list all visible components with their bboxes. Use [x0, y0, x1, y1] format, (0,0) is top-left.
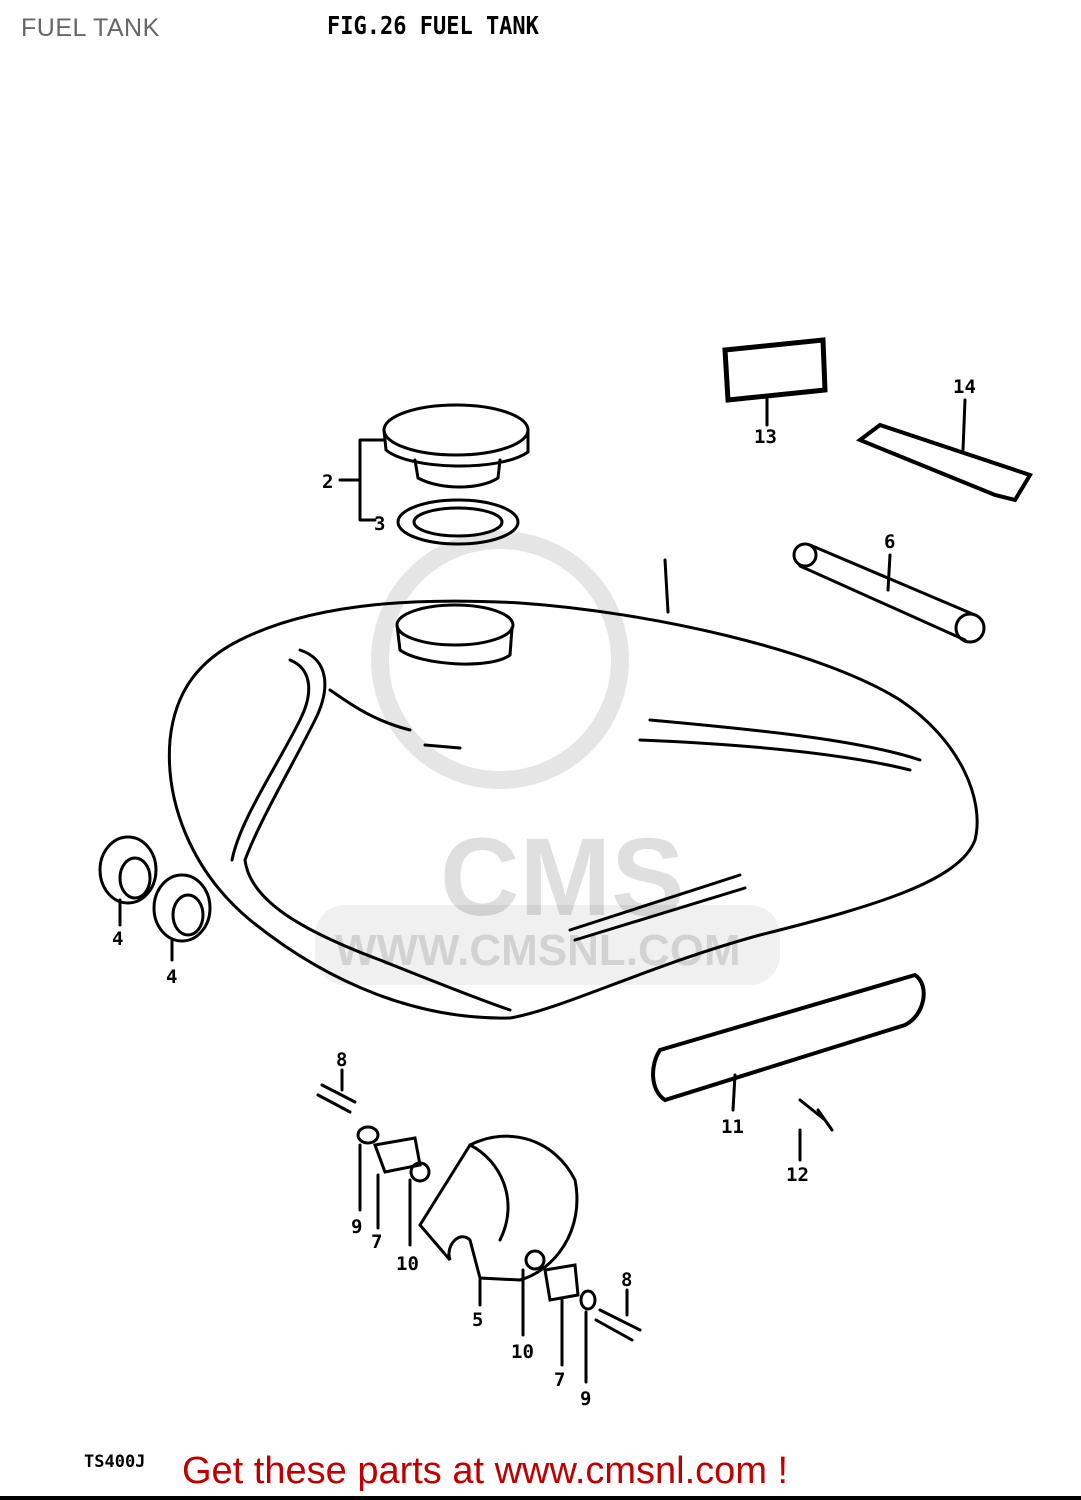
- part-label: 4: [166, 966, 177, 988]
- model-code: TS400J: [84, 1452, 146, 1472]
- part-label: 8: [336, 1049, 347, 1071]
- part-label: 9: [580, 1388, 591, 1410]
- part-label: 13: [754, 426, 777, 448]
- watermark: CMS WWW.CMSNL.COM: [315, 531, 780, 985]
- part-label: 14: [953, 376, 976, 398]
- part-label: 9: [351, 1216, 362, 1238]
- fuel-tank[interactable]: [167, 558, 979, 1020]
- cap-gasket[interactable]: [396, 498, 520, 546]
- watermark-url: WWW.CMSNL.COM: [335, 926, 741, 975]
- tank-cushions[interactable]: [98, 835, 212, 962]
- part-label: 7: [371, 1231, 382, 1253]
- tank-emblem[interactable]: [651, 972, 926, 1162]
- part-label: 10: [396, 1253, 419, 1275]
- bottom-border: [0, 1496, 1081, 1500]
- tank-mount-bracket[interactable]: [316, 1068, 642, 1384]
- promo-link[interactable]: Get these parts at www.cmsnl.com !: [182, 1450, 789, 1492]
- label-plate[interactable]: [722, 337, 828, 427]
- part-labels: 2 3 4 4 5 6 7 7 8 8 9 9 10 10 11 12 13 1…: [112, 376, 976, 1410]
- part-label: 4: [112, 928, 123, 950]
- part-label: 12: [786, 1164, 809, 1186]
- part-label: 7: [554, 1369, 565, 1391]
- part-label: 5: [472, 1309, 483, 1331]
- part-label: 11: [721, 1116, 744, 1138]
- page-title: FUEL TANK: [21, 14, 160, 42]
- fuel-cap[interactable]: [338, 403, 530, 522]
- tank-stay[interactable]: [792, 542, 986, 644]
- part-label: 10: [511, 1341, 534, 1363]
- figure-title: FIG.26 FUEL TANK: [327, 12, 539, 41]
- part-label: 3: [374, 513, 385, 535]
- part-label: 6: [884, 531, 895, 553]
- part-label: 8: [621, 1269, 632, 1291]
- part-label: 2: [322, 471, 333, 493]
- tank-band[interactable]: [855, 398, 1033, 503]
